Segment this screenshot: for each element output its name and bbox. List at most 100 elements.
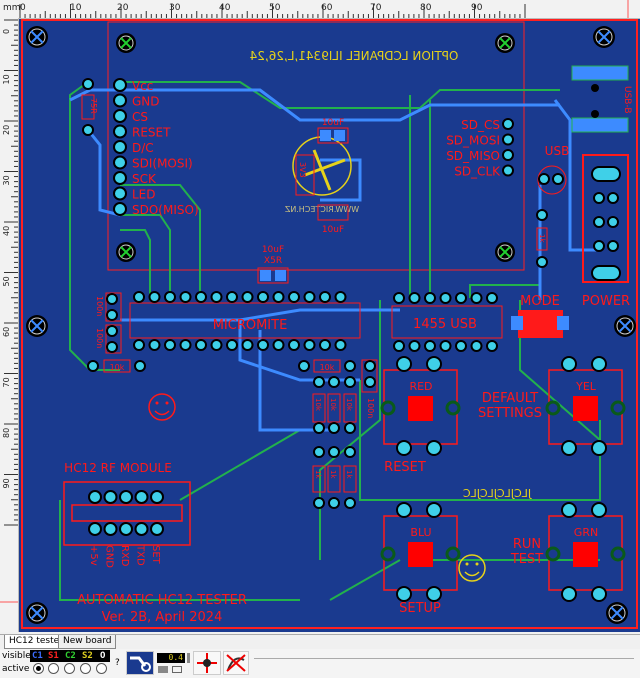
pad bbox=[426, 440, 442, 456]
board-tabs: HC12 tester New board bbox=[0, 634, 640, 649]
pad bbox=[113, 202, 127, 216]
pad bbox=[82, 78, 94, 90]
pad bbox=[195, 339, 207, 351]
usb-resistor-label: 1k bbox=[538, 234, 546, 243]
pcb-canvas[interactable]: OPTION LCDPANEL ILI9341,L,26,24 WWW.RICT… bbox=[19, 19, 640, 632]
help-button[interactable]: ? bbox=[115, 658, 120, 668]
layer-visible-s2[interactable]: S2 bbox=[82, 651, 93, 661]
ruler-tick: 50 bbox=[269, 3, 281, 13]
cap3-label-a: 10uF bbox=[262, 245, 284, 255]
layer-active-s2[interactable] bbox=[80, 663, 91, 674]
pad bbox=[591, 356, 607, 372]
board-outline bbox=[21, 19, 638, 629]
hc12-pin-label: GND bbox=[104, 545, 115, 568]
plane-outline-icon[interactable] bbox=[172, 666, 182, 673]
hc12-pin-label: SET bbox=[150, 545, 161, 565]
layer-active-o[interactable] bbox=[96, 663, 107, 674]
layer-active-s1[interactable] bbox=[48, 663, 59, 674]
lcd-pin-label: CS bbox=[132, 110, 148, 124]
crosshair-button[interactable] bbox=[193, 651, 221, 675]
pad bbox=[257, 291, 269, 303]
pad bbox=[88, 490, 102, 504]
pad bbox=[408, 292, 421, 304]
lcd-pin-label: GND bbox=[132, 95, 160, 109]
pcb-board[interactable]: OPTION LCDPANEL ILI9341,L,26,24 WWW.RICT… bbox=[19, 19, 640, 632]
mounting-hole-icon bbox=[593, 26, 615, 48]
pad bbox=[486, 340, 498, 352]
power-pads bbox=[591, 166, 621, 281]
ground-plane-icon[interactable] bbox=[158, 666, 168, 673]
cap100n-b-label: 100n bbox=[95, 328, 104, 348]
smiley-red-icon bbox=[148, 393, 176, 421]
usb-led-outline bbox=[537, 165, 567, 195]
cap3-outline bbox=[257, 267, 289, 284]
layer-active-c2[interactable] bbox=[64, 663, 75, 674]
usb-b-label: USB-B bbox=[622, 86, 632, 114]
usb-chip-label: 1455 USB bbox=[413, 317, 477, 332]
pad bbox=[313, 422, 325, 434]
r75-outline bbox=[81, 94, 95, 120]
mode-label: MODE bbox=[520, 294, 560, 309]
pad bbox=[470, 292, 483, 304]
ruler-tick: 30 bbox=[2, 175, 11, 185]
mounting-holes bbox=[26, 26, 636, 624]
pad bbox=[426, 502, 442, 518]
pad bbox=[561, 586, 577, 602]
pad bbox=[210, 339, 223, 351]
r10k-a-label: 10k bbox=[110, 363, 125, 372]
pad bbox=[113, 171, 127, 185]
track-tool-button[interactable] bbox=[126, 651, 154, 675]
cap3-label-b: X5R bbox=[264, 256, 282, 266]
layer-visibility-bar: C1 S1 C2 S2 O bbox=[30, 650, 110, 662]
track-width-spinner[interactable] bbox=[187, 653, 190, 663]
pad bbox=[470, 340, 483, 352]
hc12-pin-label: TXD bbox=[135, 544, 146, 566]
pad bbox=[119, 490, 133, 504]
pad bbox=[486, 292, 498, 304]
pad bbox=[344, 446, 356, 458]
green-traces bbox=[59, 81, 601, 601]
pad bbox=[113, 93, 127, 108]
lcd-pin-label: SCK bbox=[132, 172, 157, 186]
layer-visible-c2[interactable]: C2 bbox=[65, 651, 76, 661]
visible-label: visible bbox=[2, 651, 31, 661]
pad bbox=[313, 446, 325, 458]
power-outline bbox=[582, 154, 629, 283]
ruler-tick: 30 bbox=[169, 3, 181, 13]
layer-visible-s1[interactable]: S1 bbox=[48, 651, 59, 661]
ruler-tick: 10 bbox=[70, 3, 82, 13]
pad bbox=[334, 339, 347, 351]
ruler-tick: 0 bbox=[20, 3, 26, 13]
track-width-field[interactable]: 0.4 bbox=[157, 653, 185, 663]
tab-new-board[interactable]: New board bbox=[58, 635, 117, 649]
layer-visible-c1[interactable]: C1 bbox=[32, 651, 43, 661]
ruler-tick: 40 bbox=[2, 226, 11, 236]
ruler-tick: 10 bbox=[2, 74, 11, 84]
sd-pin-label: SD_MOSI bbox=[446, 134, 500, 148]
pad bbox=[164, 291, 176, 303]
pad bbox=[257, 339, 269, 351]
board-title: AUTOMATIC HC12 TESTER bbox=[77, 593, 247, 608]
layer-active-c1[interactable] bbox=[33, 663, 44, 674]
layer-visible-o[interactable]: O bbox=[100, 651, 106, 661]
r1k-row-label: 1k bbox=[329, 470, 337, 479]
button-label: SETUP bbox=[399, 601, 441, 616]
led-pad bbox=[408, 542, 433, 567]
ruler-tick: 80 bbox=[2, 428, 11, 438]
mode-switch[interactable] bbox=[518, 310, 563, 338]
mounting-hole-icon bbox=[614, 315, 636, 337]
pad bbox=[455, 340, 467, 352]
power-label: POWER bbox=[582, 294, 630, 309]
option-text: OPTION LCDPANEL ILI9341,L,26,24 bbox=[250, 49, 459, 63]
no-route-button[interactable] bbox=[223, 651, 249, 675]
mounting-hole-icon bbox=[26, 315, 48, 337]
pad bbox=[103, 490, 118, 504]
lcd-pin-label: RESET bbox=[132, 126, 171, 140]
pad bbox=[319, 291, 331, 303]
ruler-top-ticks bbox=[19, 0, 629, 18]
pad bbox=[272, 291, 285, 303]
